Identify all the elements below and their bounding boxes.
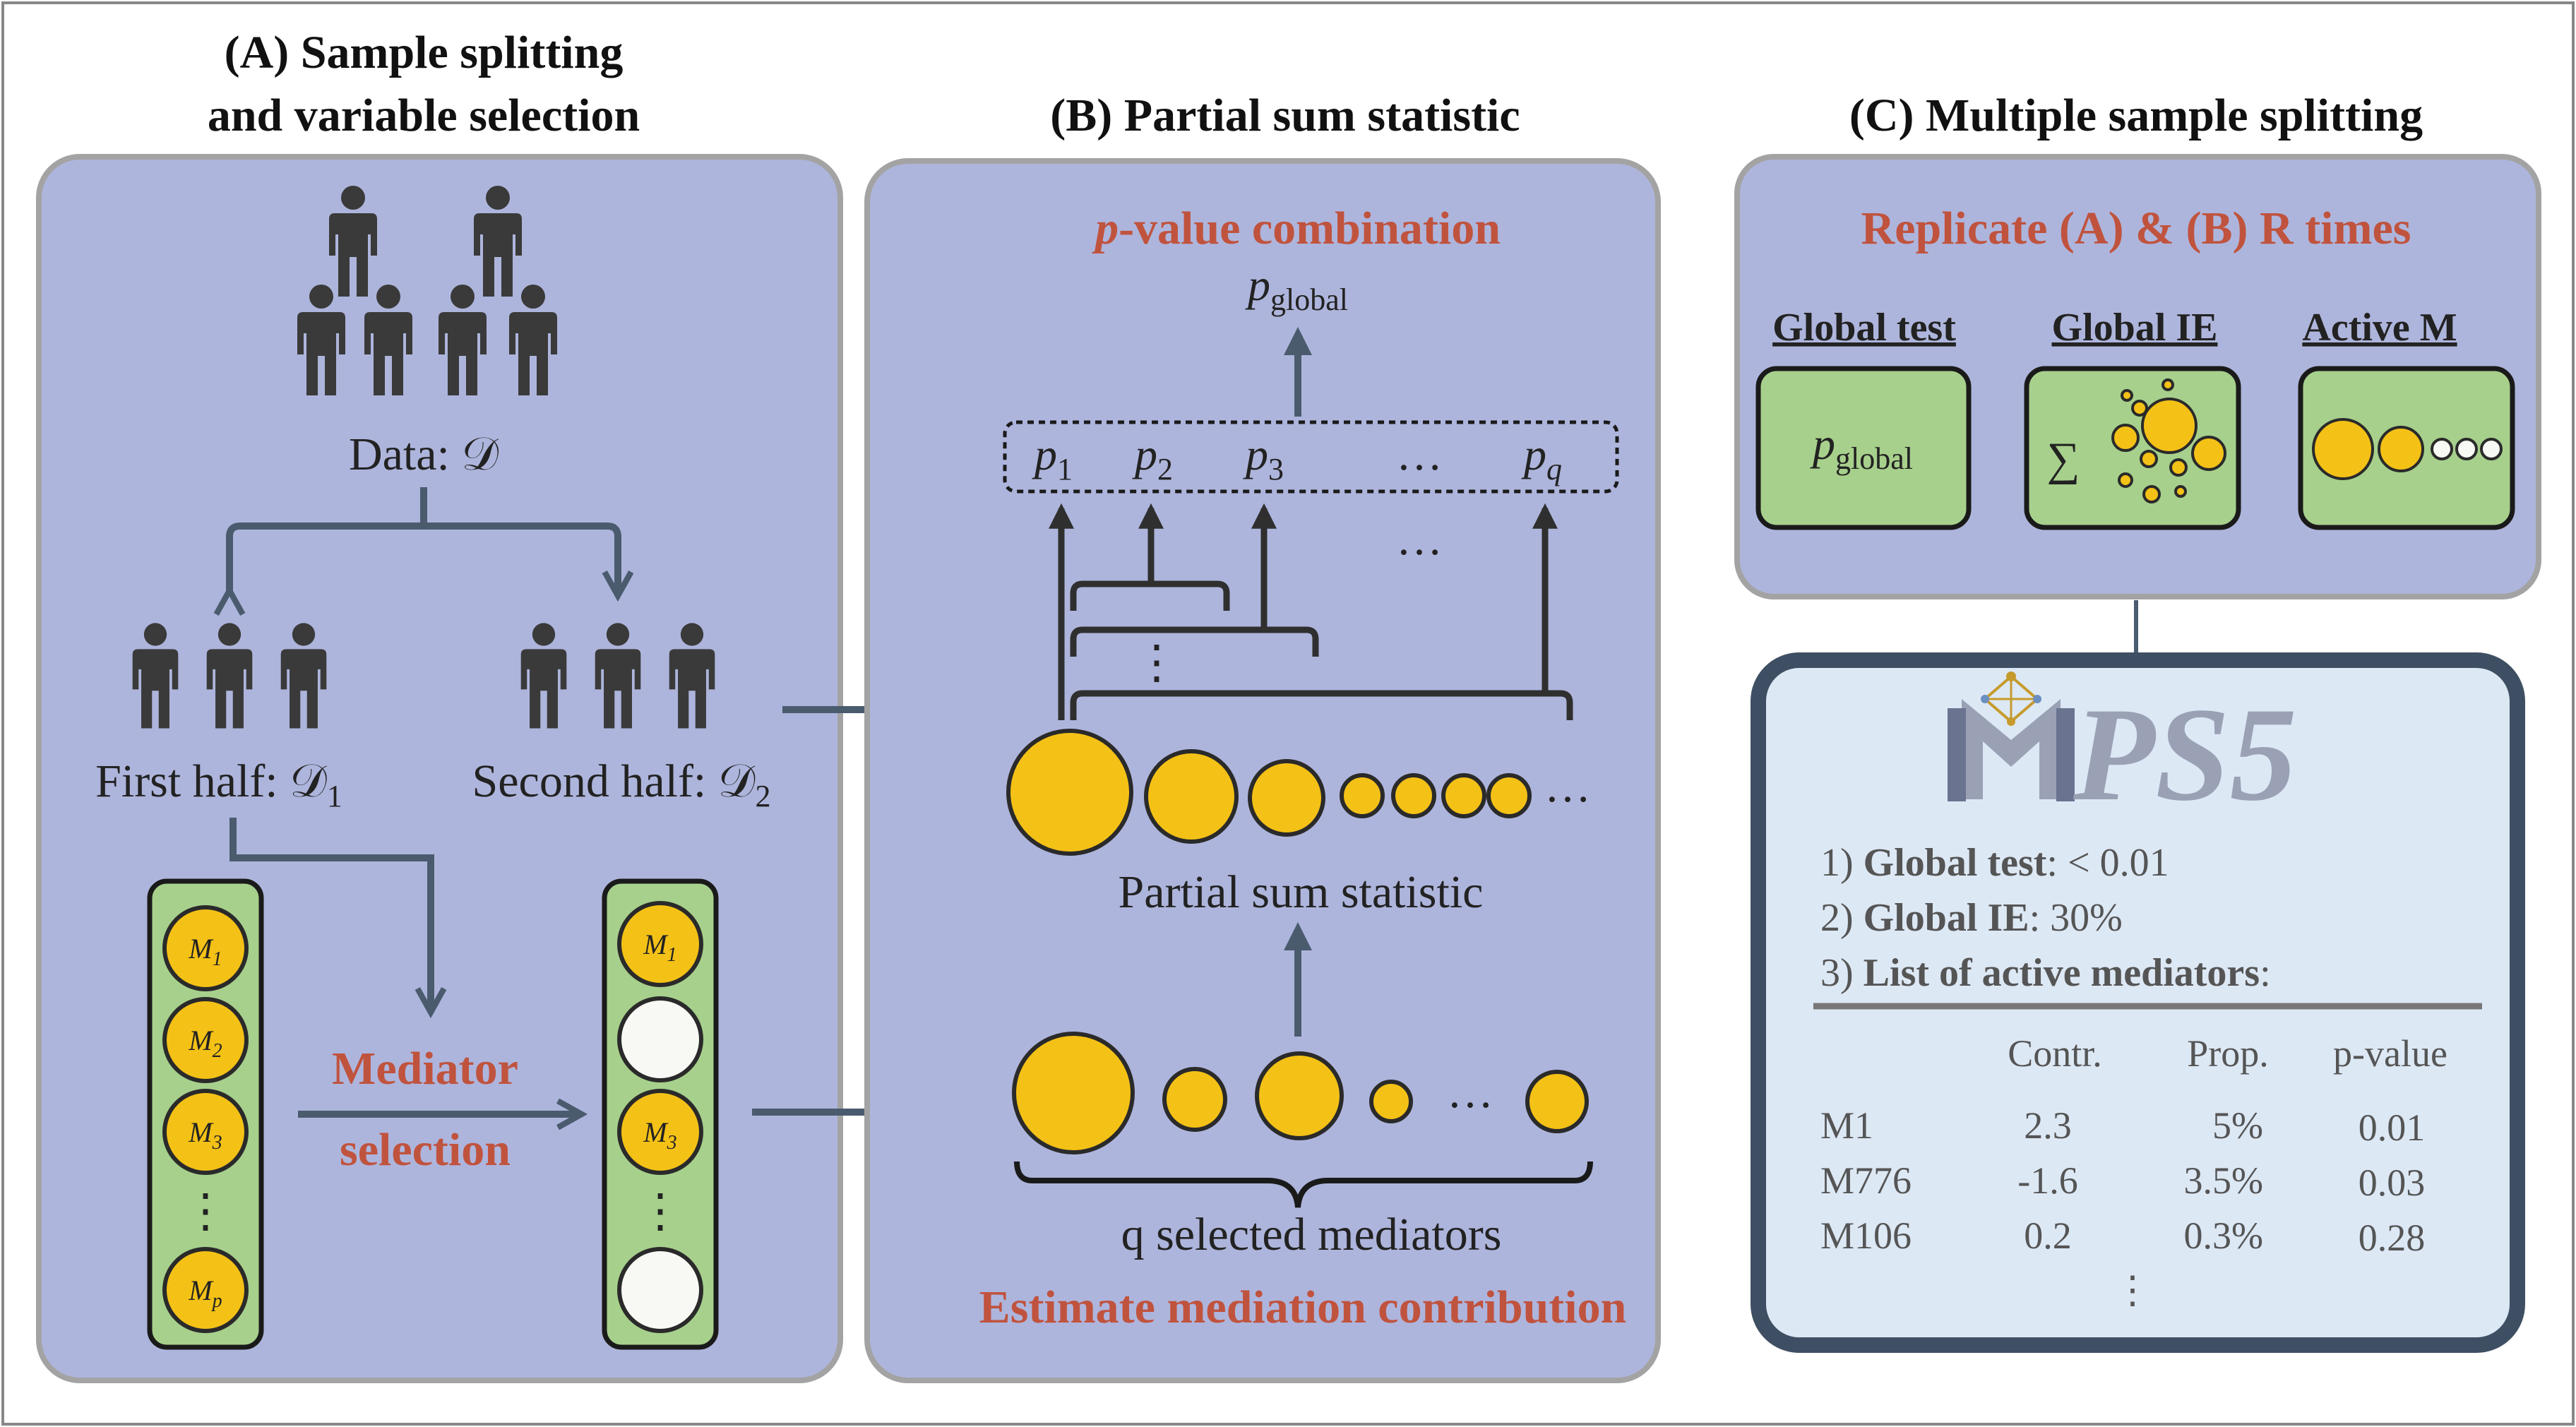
table-vdots: ⋮ (2113, 1269, 2152, 1311)
panel-a: (A) Sample splitting and variable select… (36, 27, 843, 1383)
mediator-selection-label-1: Mediator (332, 1043, 518, 1094)
panel-a-title-line1: (A) Sample splitting (225, 27, 624, 78)
partial-sum-brackets (1049, 503, 1573, 720)
svg-text:5%: 5% (2212, 1104, 2263, 1147)
svg-text:pq: pq (1521, 429, 1562, 486)
circles-ellipsis: … (1544, 760, 1591, 812)
panel-c-title: (C) Multiple sample splitting (1849, 90, 2423, 141)
selected-brace (1014, 1161, 1593, 1208)
split-arrows (229, 487, 618, 593)
p-global-label: pglobal (1245, 260, 1348, 317)
panel-b-title: (B) Partial sum statistic (1050, 90, 1520, 141)
table-header-prop: Prop. (2187, 1032, 2269, 1075)
svg-text:⋮: ⋮ (182, 1186, 229, 1237)
result-global-test: 1) Global test: < 0.01 (1820, 841, 2169, 885)
pvalue-combination-label: p-value combination (1092, 203, 1501, 254)
bracket-vdots: ⋮ (1133, 637, 1180, 688)
mps5-results-panel (1751, 652, 2525, 1353)
svg-text:M3: M3 (643, 1116, 676, 1154)
mps5-logo-text: PS5 (2073, 681, 2297, 829)
table-header-contr: Contr. (2008, 1032, 2102, 1075)
panel-a-title-line2: and variable selection (208, 90, 640, 141)
svg-text:2.3: 2.3 (2024, 1104, 2072, 1147)
mediator-column-selected: M1 M3 ⋮ (602, 878, 719, 1350)
mediator-column-all: M1 M2 M3 ⋮ Mp (147, 878, 264, 1350)
svg-text:M1: M1 (1820, 1104, 1873, 1147)
svg-text:-1.6: -1.6 (2017, 1159, 2077, 1202)
table-row: M776 -1.6 3.5% 0.03 (1820, 1159, 2425, 1204)
global-test-p: pglobal (1810, 419, 1913, 476)
svg-text:Mp: Mp (188, 1274, 222, 1312)
table-header-pvalue: p-value (2333, 1032, 2447, 1075)
selected-mediators-label: q selected mediators (1121, 1209, 1502, 1260)
mediators-ellipsis: … (1447, 1066, 1493, 1118)
svg-text:…: … (1396, 429, 1443, 480)
first-half-label: First half: 𝒟1 (95, 756, 342, 813)
svg-text:M1: M1 (643, 929, 676, 966)
global-ie-circles (2111, 378, 2226, 503)
global-test-box (1755, 366, 1972, 530)
sorted-contribution-circles (1006, 729, 1532, 856)
data-label: Data: 𝒟 (349, 429, 499, 480)
panel-c: (C) Multiple sample splitting Replicate … (1734, 90, 2541, 1353)
svg-text:M2: M2 (188, 1025, 222, 1062)
result-global-ie: 2) Global IE: 30% (1820, 896, 2123, 940)
svg-text:0.3%: 0.3% (2184, 1214, 2263, 1257)
estimate-contribution-label: Estimate mediation contribution (979, 1282, 1627, 1333)
pvalue-row: p1 p2 p3 … pq (1032, 429, 1562, 486)
svg-text:M1: M1 (188, 933, 222, 970)
svg-text:M776: M776 (1820, 1159, 1912, 1202)
svg-text:3.5%: 3.5% (2184, 1159, 2263, 1202)
replicate-label: Replicate (A) & (B) R times (1861, 203, 2411, 254)
svg-text:0.2: 0.2 (2024, 1214, 2072, 1257)
active-m-header: Active M (2302, 306, 2457, 350)
active-mediators-table: Contr. Prop. p-value M1 2.3 5% 0.01 M776… (1820, 1032, 2447, 1311)
svg-text:M106: M106 (1820, 1214, 1912, 1257)
svg-text:0.01: 0.01 (2359, 1106, 2426, 1149)
active-m-circles (2312, 418, 2503, 480)
selected-mediator-circles (1012, 1032, 1589, 1154)
mps5-logo: PS5 (1948, 671, 2297, 829)
first-half-to-selection-arrow (229, 818, 431, 1010)
second-half-label: Second half: 𝒟2 (472, 756, 771, 813)
bracket-ellipsis: … (1396, 513, 1443, 565)
mps5-m-logo-icon (1948, 671, 2075, 801)
global-test-header: Global test (1772, 306, 1956, 350)
panel-b: (B) Partial sum statistic p-value combin… (864, 90, 1661, 1383)
svg-text:0.28: 0.28 (2359, 1217, 2426, 1259)
pvalue-box (1003, 420, 1619, 494)
svg-text:p1: p1 (1032, 429, 1073, 486)
svg-text:⋮: ⋮ (637, 1186, 684, 1237)
svg-text:p2: p2 (1132, 429, 1173, 486)
svg-text:0.03: 0.03 (2359, 1162, 2426, 1204)
global-ie-header: Global IE (2052, 306, 2218, 350)
svg-text:M3: M3 (188, 1116, 222, 1154)
partial-sum-label: Partial sum statistic (1119, 866, 1484, 918)
table-row: M106 0.2 0.3% 0.28 (1820, 1214, 2425, 1259)
mediator-selection-label-2: selection (340, 1124, 511, 1176)
svg-text:p3: p3 (1243, 429, 1284, 486)
sum-symbol: ∑ (2046, 434, 2080, 485)
table-row: M1 2.3 5% 0.01 (1820, 1104, 2425, 1149)
result-active-list: 3) List of active mediators: (1820, 951, 2271, 995)
